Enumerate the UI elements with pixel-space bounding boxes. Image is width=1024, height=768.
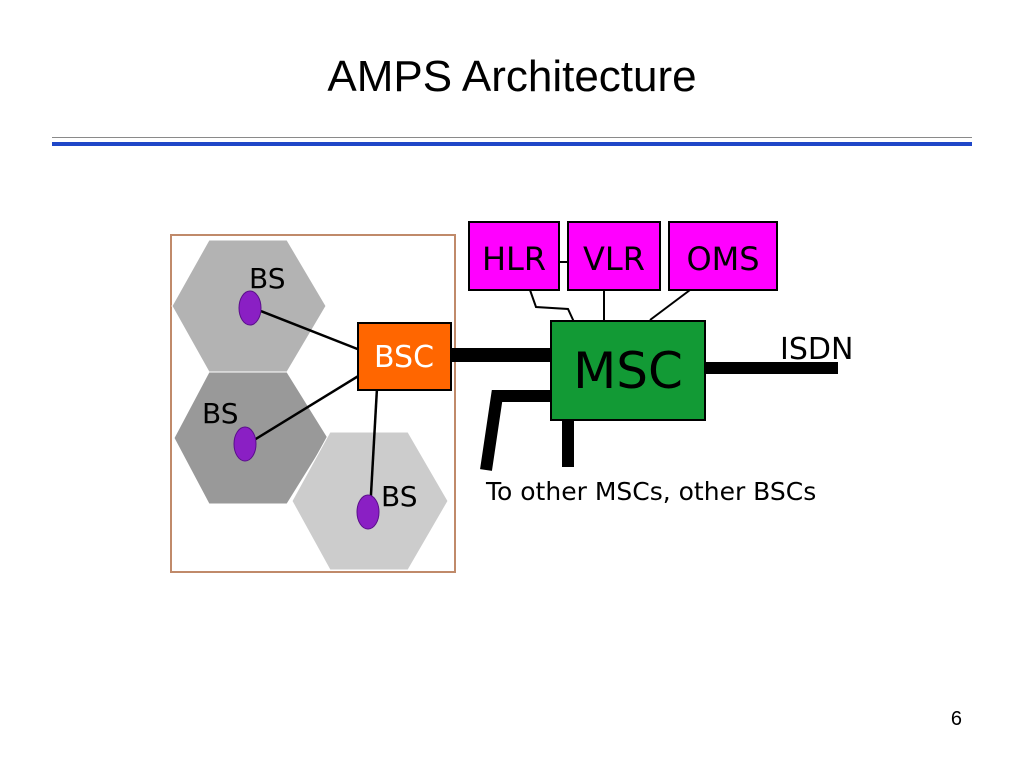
other-mscs-label: To other MSCs, other BSCs — [485, 477, 816, 506]
bs-bottom-dot — [356, 494, 380, 530]
link-oms-msc — [649, 289, 691, 321]
bs-top-dot — [238, 290, 262, 326]
link-bs-middle-bsc — [245, 373, 361, 447]
oms-label: OMS — [686, 240, 759, 278]
page-number: 6 — [950, 708, 962, 730]
link-hlr-msc — [529, 289, 575, 323]
title-rule-thick — [52, 142, 972, 146]
link-bs-bottom-bsc — [368, 387, 379, 513]
vlr-label: VLR — [583, 240, 645, 278]
bsc-box — [357, 322, 452, 391]
hlr-box — [468, 221, 560, 291]
bsc-label: BSC — [374, 340, 434, 375]
oms-box — [668, 221, 778, 291]
bs-top-label: BS — [249, 262, 286, 295]
isdn-label: ISDN — [780, 332, 853, 367]
slide-title: AMPS Architecture — [327, 52, 697, 101]
bs-middle-dot — [233, 426, 257, 462]
msc-label: MSC — [573, 342, 683, 400]
trunk-other-left — [480, 390, 553, 471]
link-bs-top-bsc — [252, 306, 361, 352]
hlr-label: HLR — [482, 240, 546, 278]
bs-middle-label: BS — [202, 397, 239, 430]
bs-bottom-label: BS — [381, 480, 418, 513]
msc-box — [550, 320, 706, 421]
title-rule-thin — [52, 137, 972, 138]
vlr-box — [567, 221, 661, 291]
